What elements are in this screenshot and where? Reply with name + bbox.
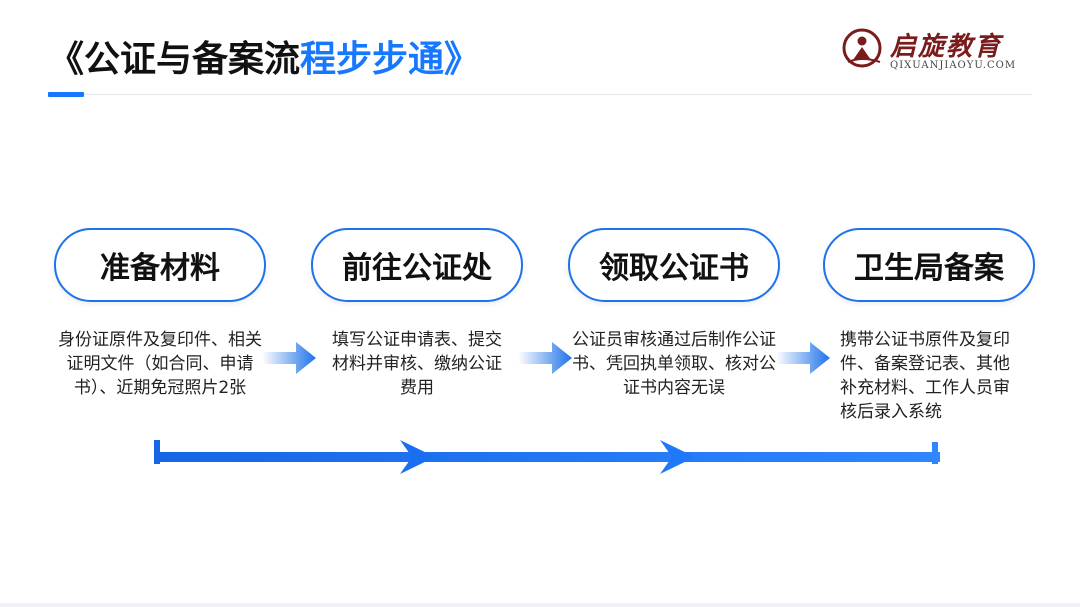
brand-subtitle: QIXUANJIAOYU.COM	[890, 60, 1017, 71]
brand-logo: 启旋教育 QIXUANJIAOYU.COM	[842, 22, 1032, 78]
title-divider	[48, 94, 1032, 95]
title-main: 《公证与备案流	[48, 39, 301, 80]
step-description-collect-certificate: 公证员审核通过后制作公证书、凭回执单领取、核对公证书内容无误	[572, 330, 776, 398]
person-logo-icon	[842, 28, 882, 68]
title-accent: 程步步通》	[300, 39, 481, 80]
step-description-visit-notary: 填写公证申请表、提交材料并审核、缴纳公证费用	[332, 330, 502, 398]
step-description-prepare-materials: 身份证原件及复印件、相关证明文件（如合同、申请书）、近期免冠照片2张	[58, 330, 262, 398]
bottom-edge-band	[0, 603, 1080, 607]
flow-chevron-arrow-icon	[154, 440, 940, 474]
title-underline-accent	[48, 92, 84, 97]
step-pill-health-bureau-filing: 卫生局备案	[823, 228, 1035, 302]
gradient-right-arrow-icon	[518, 342, 572, 374]
page-title: 《公证与备案流程步步通》	[48, 36, 480, 84]
gradient-right-arrow-icon	[262, 342, 316, 374]
brand-name: 启旋教育	[890, 32, 1003, 62]
step-pill-collect-certificate: 领取公证书	[568, 228, 780, 302]
step-pill-visit-notary: 前往公证处	[311, 228, 523, 302]
step-description-health-bureau-filing: 携带公证书原件及复印件、备案登记表、其他补充材料、工作人员审核后录入系统	[840, 330, 1010, 422]
step-pill-prepare-materials: 准备材料	[54, 228, 266, 302]
gradient-right-arrow-icon	[776, 342, 830, 374]
